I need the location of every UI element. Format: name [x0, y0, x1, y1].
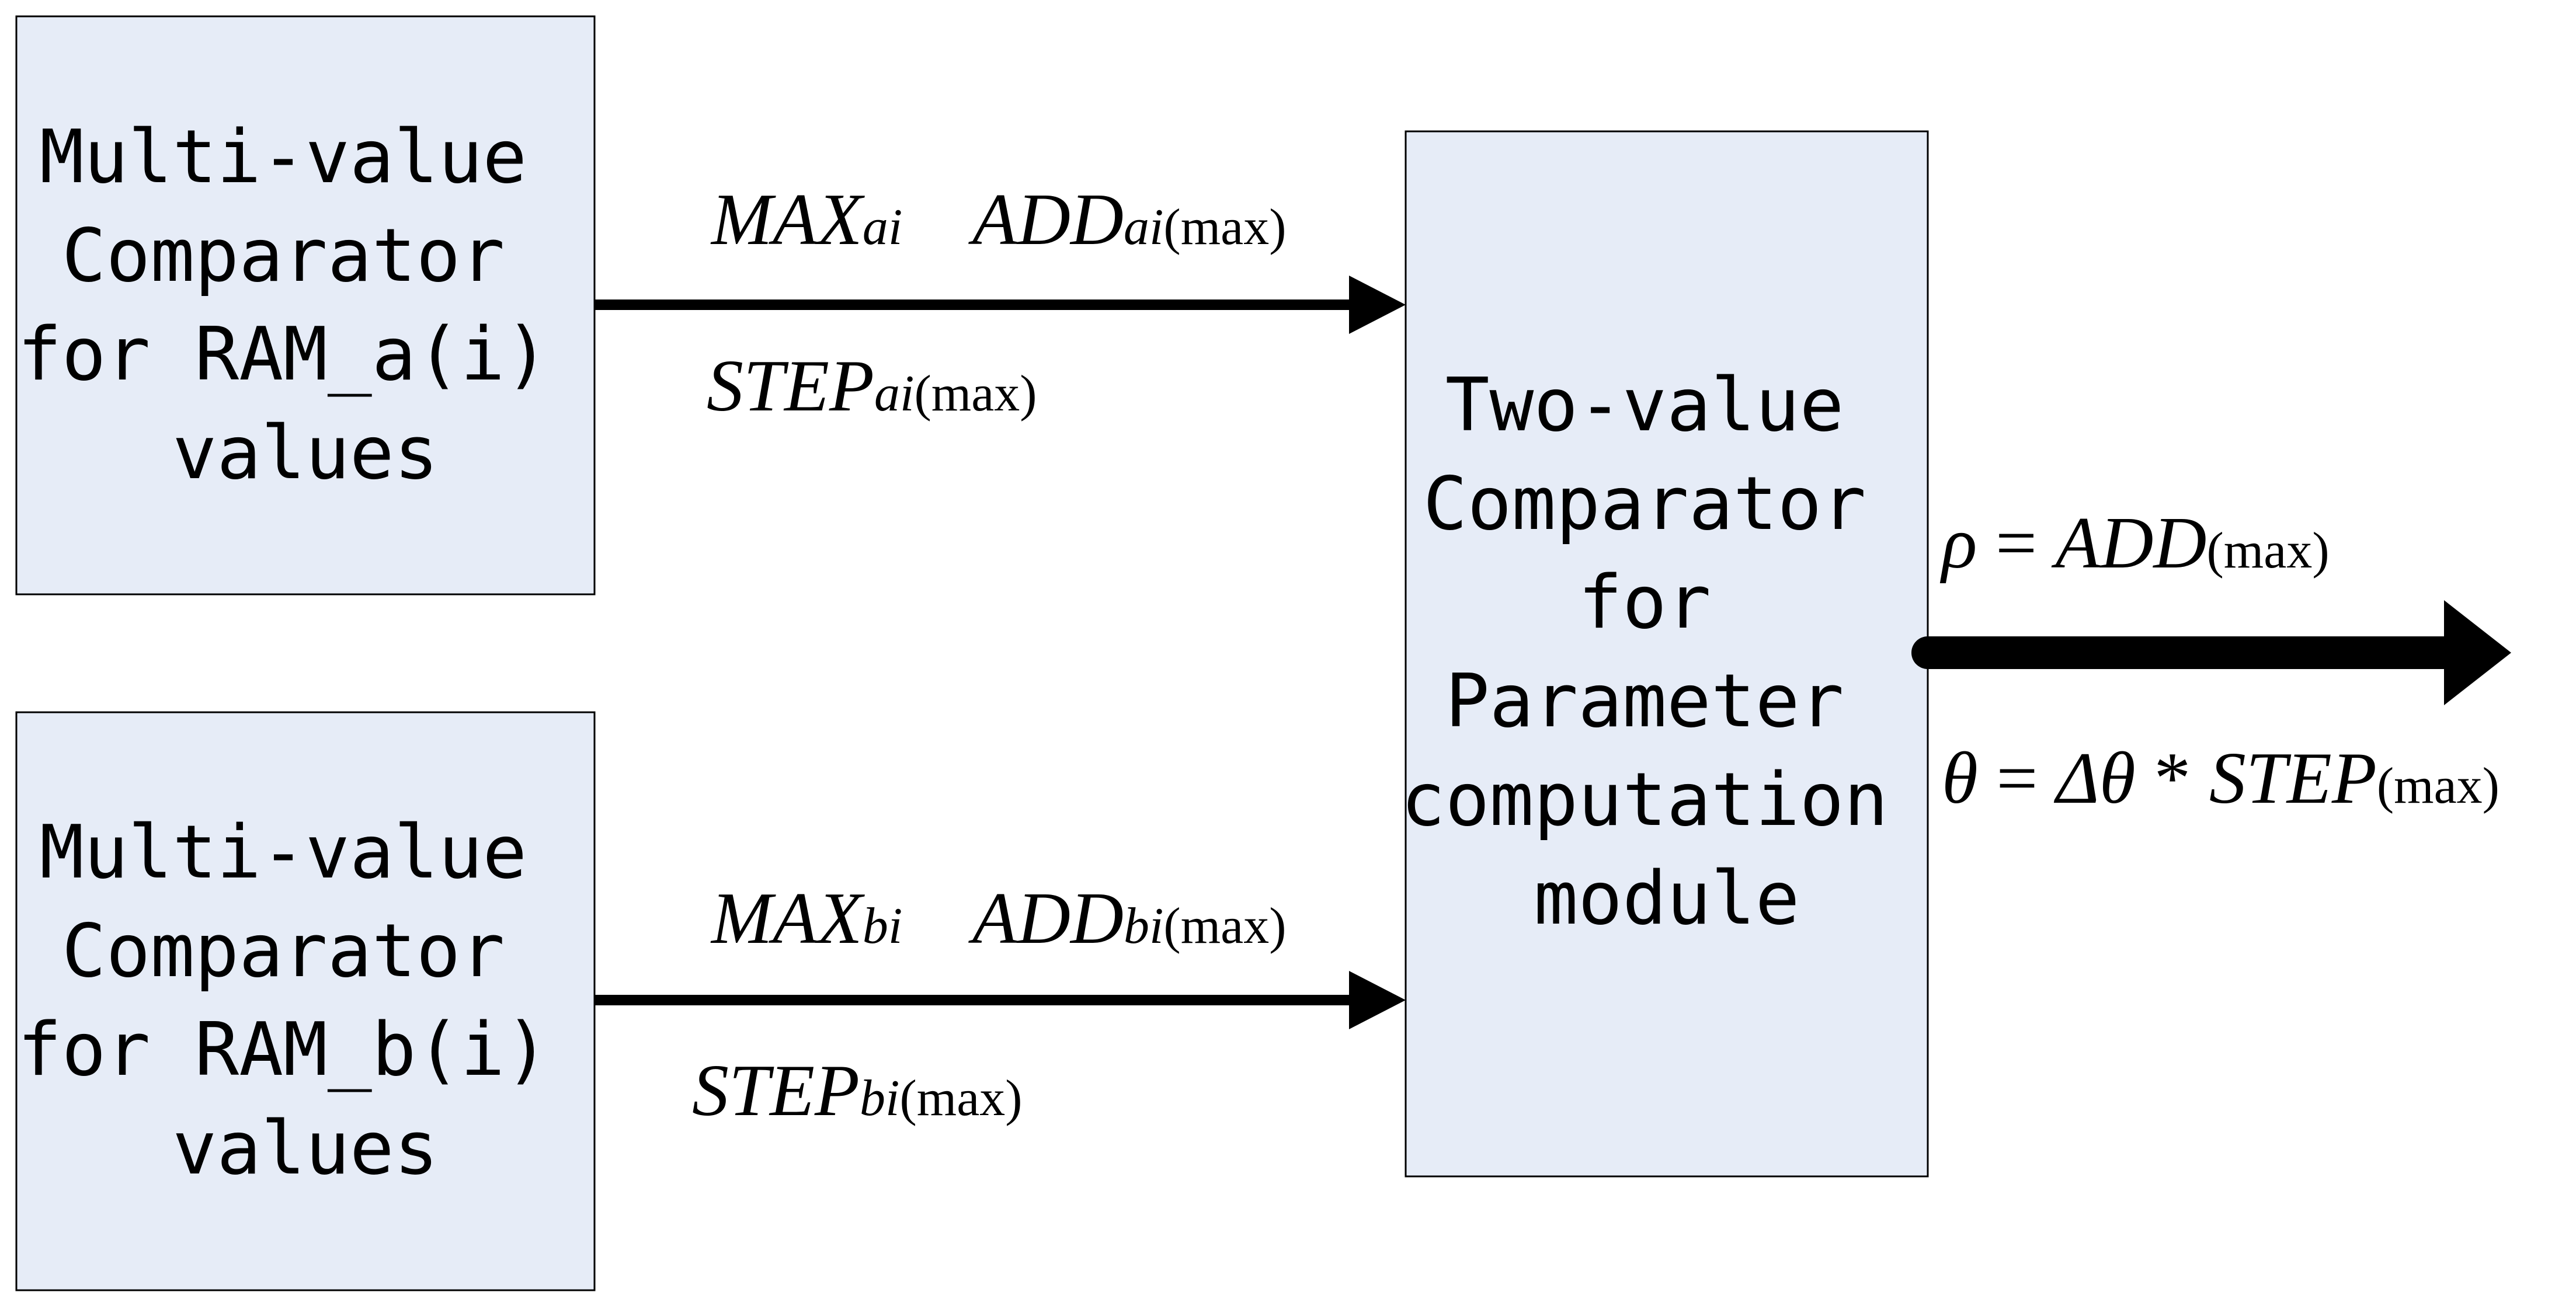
signal-max-ai: MAXai: [710, 179, 902, 260]
output-theta: θ = Δθ * STEP(max): [1942, 738, 2499, 819]
output-rho: ρ = ADD(max): [1939, 503, 2330, 584]
comparator-b-block: Multi-value Comparator for RAM_b(i) valu…: [15, 711, 596, 1291]
arrow-a: [595, 276, 1406, 334]
signal-add-bi: ADDbi(max): [968, 878, 1287, 959]
signal-max-bi: MAXbi: [710, 878, 902, 959]
arrow-b: [595, 971, 1406, 1029]
comparator-a-label: Multi-value Comparator for RAM_a(i) valu…: [18, 114, 593, 496]
signal-step-bi: STEPbi(max): [692, 1050, 1023, 1131]
two-value-comparator-label: Two-value Comparator for Parameter compu…: [1401, 362, 1932, 941]
output-arrow: [1911, 600, 2511, 705]
comparator-a-block: Multi-value Comparator for RAM_a(i) valu…: [15, 15, 596, 595]
comparator-b-label: Multi-value Comparator for RAM_b(i) valu…: [18, 809, 593, 1191]
signal-step-ai: STEPai(max): [707, 346, 1037, 427]
two-value-comparator-block: Two-value Comparator for Parameter compu…: [1401, 130, 1932, 1178]
signal-add-ai: ADDai(max): [968, 179, 1287, 260]
